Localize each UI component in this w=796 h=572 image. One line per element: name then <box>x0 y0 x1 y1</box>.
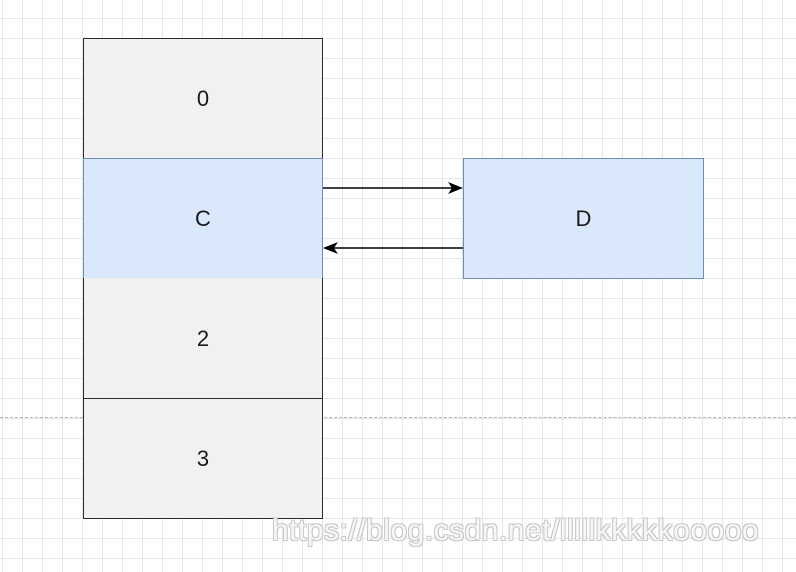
page-break-line <box>0 417 796 418</box>
arrow-d-to-c[interactable] <box>323 242 463 254</box>
stack-cell-label: 2 <box>196 325 210 351</box>
stack-cell-label: C <box>195 205 211 231</box>
arrow-d-to-c-head <box>323 242 338 254</box>
stack-cell-c[interactable]: C <box>83 158 323 279</box>
stack-cell-0[interactable]: 0 <box>83 38 323 159</box>
stack-cell-2[interactable]: 2 <box>83 278 323 399</box>
arrow-c-to-d-head <box>448 182 463 194</box>
node-label: D <box>575 205 592 231</box>
stack-cell-label: 3 <box>196 445 210 471</box>
arrow-c-to-d[interactable] <box>323 182 463 194</box>
stack-cell-label: 0 <box>196 86 210 111</box>
stack-cell-3[interactable]: 3 <box>83 398 323 519</box>
node-d[interactable]: D <box>463 158 704 279</box>
watermark-text: https://blog.csdn.net/lllllkkkkkooooo <box>272 514 760 547</box>
